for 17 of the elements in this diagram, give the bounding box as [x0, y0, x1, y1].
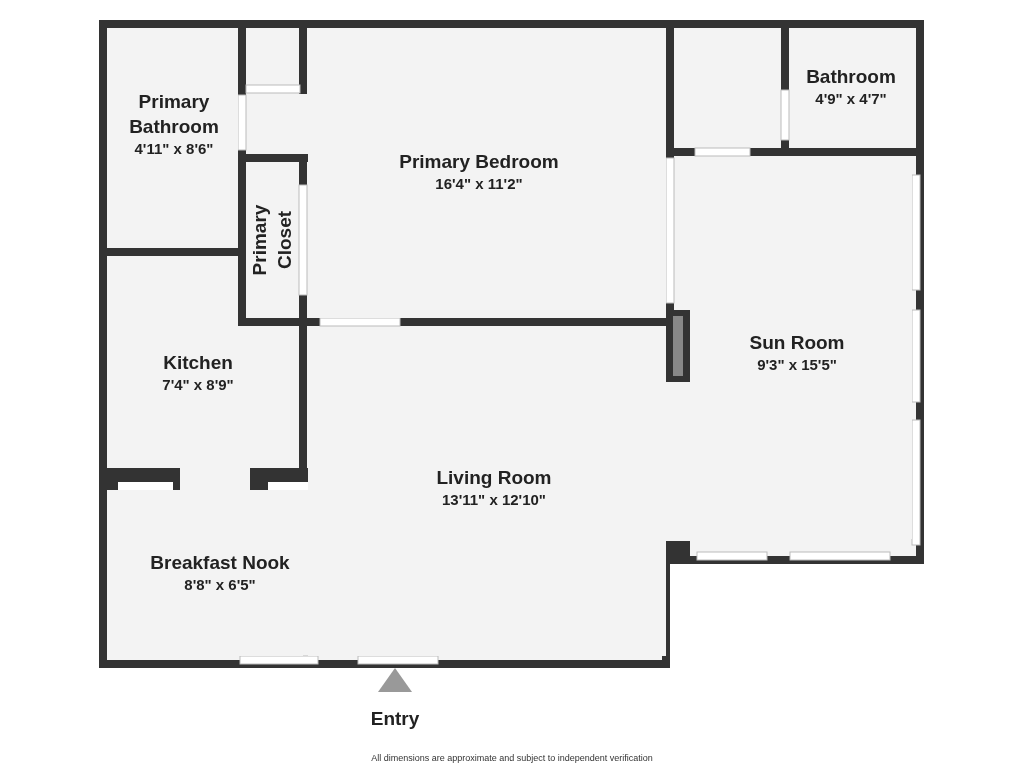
room-name: Breakfast Nook — [150, 550, 290, 575]
room-dimensions: 16'4" x 11'2" — [435, 173, 523, 194]
room-name: Primary Bedroom — [399, 149, 559, 174]
room-name: Kitchen — [163, 350, 233, 375]
entry-label: Entry — [369, 707, 421, 731]
room-dimensions: 9'3" x 15'5" — [757, 354, 837, 375]
room-dimensions: 13'11" x 12'10" — [442, 489, 546, 510]
room-dimensions: 4'9" x 4'7" — [815, 88, 887, 109]
room-dimensions: 8'8" x 6'5" — [184, 574, 256, 595]
room-name: Primary Bathroom — [128, 90, 220, 139]
room-name: Primary Closet — [248, 203, 296, 278]
room-name: Bathroom — [806, 64, 896, 89]
room-name: Sun Room — [749, 330, 845, 355]
disclaimer-note: All dimensions are approximate and subject to independent verification — [370, 752, 654, 765]
room-dimensions: 4'11" x 8'6" — [134, 139, 214, 159]
room-name: Living Room — [436, 465, 552, 490]
room-dimensions: 7'4" x 8'9" — [162, 374, 234, 395]
